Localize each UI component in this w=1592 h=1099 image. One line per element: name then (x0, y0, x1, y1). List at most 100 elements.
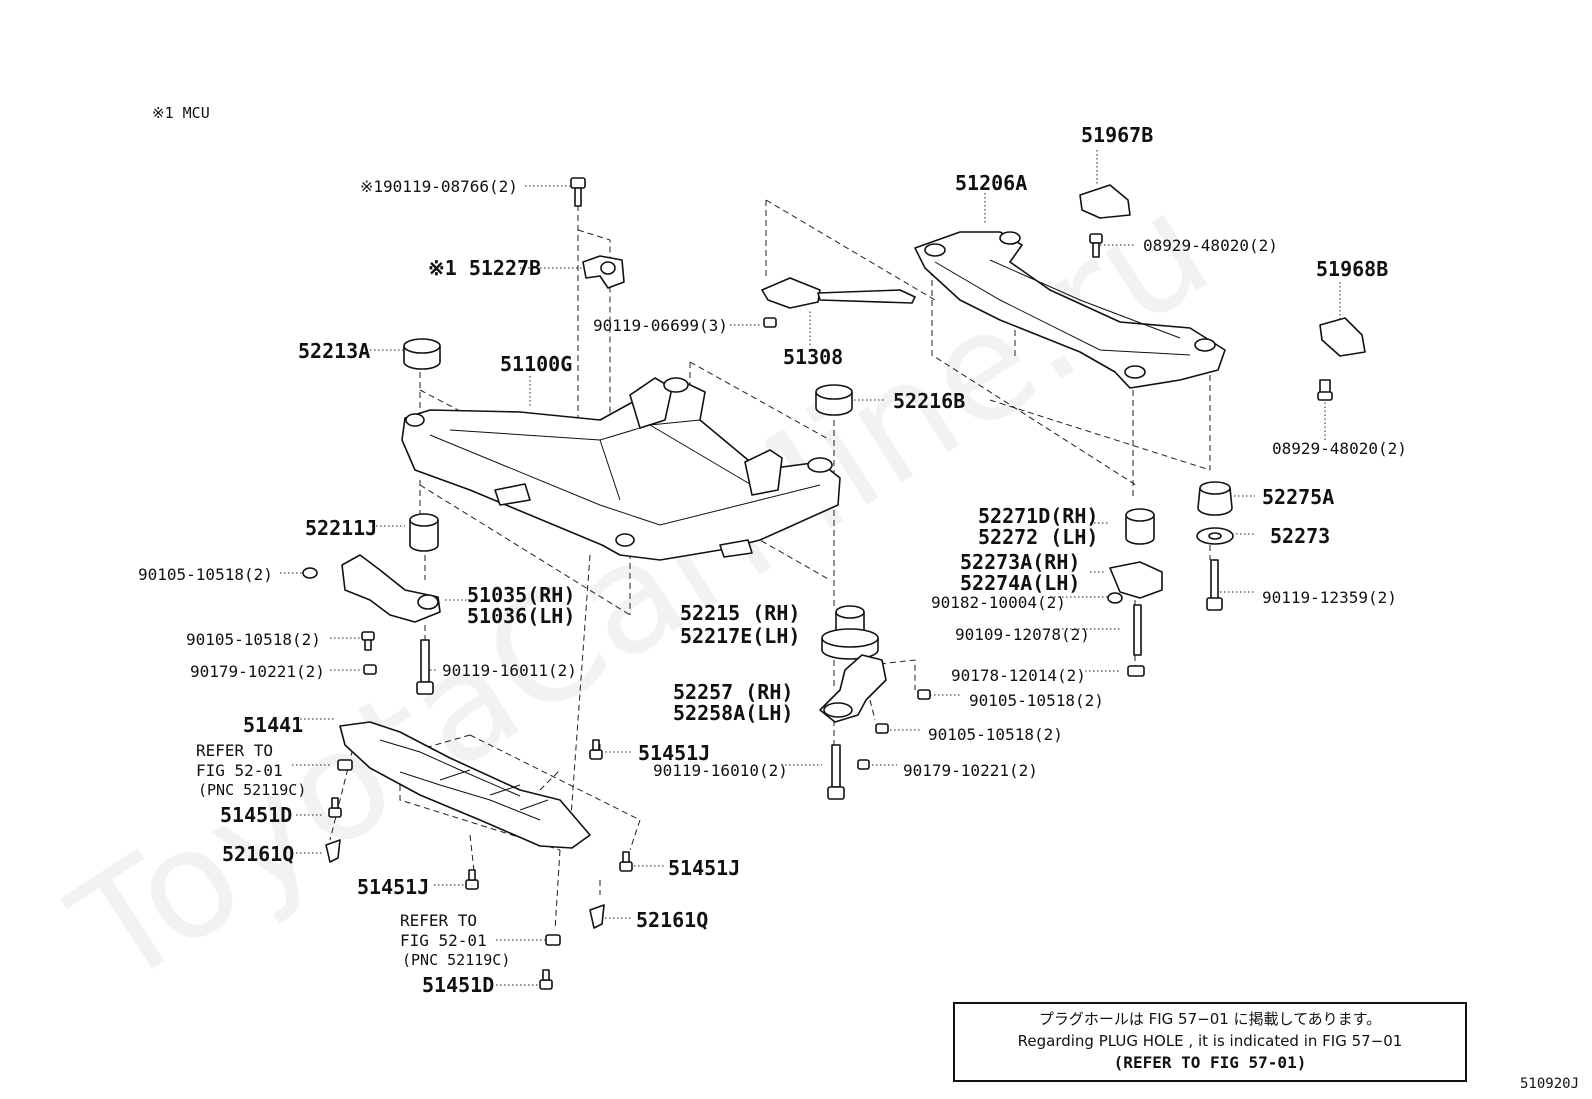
note-refer: (REFER TO FIG 57-01) (1113, 1053, 1307, 1072)
label-90105-10518-b: 90105-10518(2) (186, 630, 321, 649)
bracket-52257-icon (819, 654, 887, 723)
note-japanese: プラグホールは FIG 57−01 に掲載してあります。 (1038, 1010, 1382, 1028)
label-51451J-c: 51451J (668, 856, 740, 880)
figure-code: 510920J (1520, 1076, 1580, 1092)
label-refer-a-line2: FIG 52-01 (196, 761, 283, 780)
part-labels: ※190119-08766(2) ※1 51227B 51967B 51206A… (138, 123, 1407, 997)
note-english: Regarding PLUG HOLE , it is indicated in… (1017, 1032, 1403, 1050)
label-52161Q-b: 52161Q (636, 908, 708, 932)
label-52216B: 52216B (893, 389, 965, 413)
bracket-51967B-icon (1079, 184, 1131, 219)
bolt-90105-c-icon (917, 689, 931, 700)
label-refer-b-line3: (PNC 52119C) (402, 951, 510, 969)
label-51451J-b: 51451J (357, 875, 429, 899)
bolt-08929-b-icon (1317, 379, 1333, 401)
label-51227B: ※1 51227B (428, 256, 541, 280)
label-90119-12359: 90119-12359(2) (1262, 588, 1397, 607)
bolt-90119-16010-icon (827, 744, 845, 800)
label-51451D-b: 51451D (422, 973, 494, 997)
leader-lines (280, 150, 1341, 986)
bolt-90119-12359-icon (1206, 559, 1223, 611)
label-51036: 51036(LH) (467, 604, 575, 628)
label-08929-48020-a: 08929-48020(2) (1143, 236, 1278, 255)
label-52161Q-a: 52161Q (222, 842, 294, 866)
nut-90179-b-icon (857, 759, 870, 770)
mcu-note: ※1 MCU (152, 104, 210, 122)
label-51967B: 51967B (1081, 123, 1153, 147)
washer-52273-icon (1196, 527, 1234, 545)
label-90119-06699: 90119-06699(3) (593, 316, 728, 335)
label-51308: 51308 (783, 345, 843, 369)
plug-hole-note: プラグホールは FIG 57−01 に掲載してあります。 Regarding P… (953, 1002, 1467, 1082)
label-90179-10221-b: 90179-10221(2) (903, 761, 1038, 780)
crossmember-51100G-icon (401, 377, 841, 561)
nut-90182-icon (1107, 592, 1123, 604)
label-51100G: 51100G (500, 352, 572, 376)
bolt-90105-b-icon (361, 631, 375, 651)
screw-51451J-a-icon (589, 739, 603, 760)
label-90119-16010: 90119-16010(2) (653, 761, 788, 780)
clip-52161Q-a-icon (325, 839, 341, 863)
bushing-52213A-icon (403, 338, 441, 370)
label-52213A: 52213A (298, 339, 370, 363)
screw-51451D-a-icon (328, 797, 342, 818)
label-90105-10518-c: 90105-10518(2) (969, 691, 1104, 710)
label-52217E: 52217E(LH) (680, 624, 800, 648)
label-52275A: 52275A (1262, 485, 1334, 509)
bracket-51227B-icon (582, 255, 625, 289)
bolt-90119-08766-icon (570, 177, 586, 207)
screw-51451D-b-icon (539, 969, 553, 990)
label-90109-12078: 90109-12078(2) (955, 625, 1090, 644)
clip-refer-b-icon (545, 934, 561, 946)
bracket-52273A-icon (1109, 561, 1163, 599)
label-52257: 52257 (RH) (673, 680, 793, 704)
mount-52211J-icon (409, 513, 439, 552)
bolt-90119-16011-icon (416, 639, 434, 695)
label-90182-10004: 90182-10004(2) (931, 593, 1066, 612)
label-bolt-90119-08766: ※190119-08766(2) (360, 177, 518, 196)
screw-51451J-c-icon (619, 851, 633, 872)
label-90119-16011: 90119-16011(2) (442, 661, 577, 680)
label-refer-a-line1: REFER TO (196, 741, 273, 760)
label-90178-12014: 90178-12014(2) (951, 666, 1086, 685)
label-08929-48020-b: 08929-48020(2) (1272, 439, 1407, 458)
nut-90178-icon (1127, 665, 1145, 677)
clip-52161Q-b-icon (589, 904, 605, 929)
label-52273: 52273 (1270, 524, 1330, 548)
mount-52215-icon (821, 605, 879, 660)
label-51035: 51035(RH) (467, 583, 575, 607)
under-cover-51441-icon (339, 721, 591, 849)
bracket-51035-icon (341, 554, 441, 623)
label-90105-10518-a: 90105-10518(2) (138, 565, 273, 584)
nut-90179-a-icon (363, 664, 377, 675)
label-90105-10518-d: 90105-10518(2) (928, 725, 1063, 744)
label-refer-b-line2: FIG 52-01 (400, 931, 487, 950)
bolt-08929-a-icon (1089, 233, 1103, 258)
label-51451D-a: 51451D (220, 803, 292, 827)
label-52211J: 52211J (305, 516, 377, 540)
label-52272: 52272 (LH) (978, 525, 1098, 549)
label-51441: 51441 (243, 713, 303, 737)
label-51968B: 51968B (1316, 257, 1388, 281)
label-52273A: 52273A(RH) (960, 550, 1080, 574)
screw-51451J-b-icon (465, 869, 479, 890)
label-51451J-a: 51451J (638, 741, 710, 765)
bolt-90105-d-icon (875, 723, 889, 734)
bolt-90105-a-icon (302, 567, 318, 579)
stud-90109-icon (1133, 604, 1142, 656)
label-52274A: 52274A(LH) (960, 571, 1080, 595)
label-refer-a-line3: (PNC 52119C) (198, 781, 306, 799)
clip-refer-a-icon (337, 759, 353, 771)
label-refer-b-line1: REFER TO (400, 911, 477, 930)
mount-52275A-icon (1197, 481, 1233, 516)
bracket-51308-icon (761, 277, 916, 328)
label-52271D: 52271D(RH) (978, 504, 1098, 528)
mount-52271D-icon (1125, 508, 1155, 545)
label-52258A: 52258A(LH) (673, 701, 793, 725)
crossmember-51206A-icon (914, 231, 1226, 389)
bushing-52216B-icon (815, 384, 853, 416)
label-51206A: 51206A (955, 171, 1027, 195)
label-90179-10221-a: 90179-10221(2) (190, 662, 325, 681)
label-52215: 52215 (RH) (680, 601, 800, 625)
